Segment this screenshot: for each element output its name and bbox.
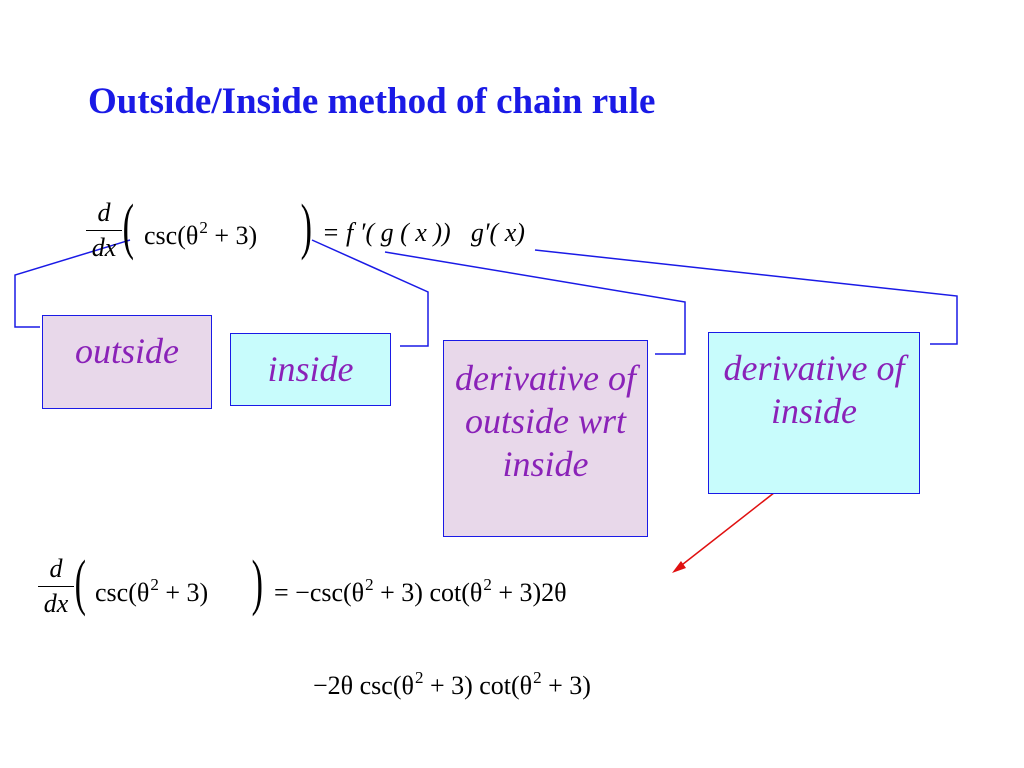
arrow-head xyxy=(672,561,686,573)
eq2-frac-den: dx xyxy=(43,589,69,618)
eq3-a: −2θ csc(θ xyxy=(313,671,414,700)
eq2-rhs-c: + 3)2θ xyxy=(491,578,567,607)
inside-connector xyxy=(311,239,429,347)
derivative-inside-box: derivative of inside xyxy=(708,332,920,494)
eq1-rhs: = f ′( g ( x ))⃞g′( x) xyxy=(322,218,525,247)
eq1-lhs-tail: + 3) xyxy=(207,221,258,250)
eq1-fraction: d dx xyxy=(86,198,122,263)
eq2-rhs-exp1: 2 xyxy=(365,575,374,594)
eq2-rhs-a: = −csc(θ xyxy=(274,578,365,607)
eq3: −2θ csc(θ2 + 3) cot(θ2 + 3) xyxy=(313,668,591,701)
eq1-frac-den: dx xyxy=(91,233,117,262)
eq1-frac-bar xyxy=(86,230,122,231)
eq3-b: + 3) cot(θ xyxy=(423,671,533,700)
eq1-close-paren: ) xyxy=(300,193,313,261)
page-title: Outside/Inside method of chain rule xyxy=(88,81,656,122)
eq2-lhs: csc(θ2 + 3) xyxy=(95,575,208,608)
eq2-exponent: 2 xyxy=(150,575,159,594)
inside-label: inside xyxy=(267,349,354,389)
eq3-c: + 3) xyxy=(541,671,591,700)
outside-label: outside xyxy=(75,331,179,371)
outside-box: outside xyxy=(42,315,212,409)
eq2-frac-num: d xyxy=(49,554,63,583)
derivative-outside-label: derivative of outside wrt inside xyxy=(455,358,636,485)
eq2-fraction: d dx xyxy=(38,554,74,619)
eq2-lhs-text: csc(θ xyxy=(95,578,150,607)
derivative-outside-box: derivative of outside wrt inside xyxy=(443,340,648,537)
eq1-lhs: csc(θ2 + 3) xyxy=(144,218,257,251)
eq2-rhs-exp2: 2 xyxy=(483,575,492,594)
eq2-close-paren: ) xyxy=(251,549,264,617)
inside-box: inside xyxy=(230,333,391,406)
eq3-exp2: 2 xyxy=(533,668,542,687)
outside-connector xyxy=(14,239,131,328)
derivative-outside-connector xyxy=(384,251,686,355)
eq2-rhs: = −csc(θ2 + 3) cot(θ2 + 3)2θ xyxy=(274,575,567,608)
derivative-inside-label: derivative of inside xyxy=(723,348,905,432)
derivative-inside-connector xyxy=(534,249,958,345)
eq1-frac-num: d xyxy=(97,198,111,227)
eq2-frac-bar xyxy=(38,586,74,587)
eq3-exp1: 2 xyxy=(414,668,424,687)
eq1-exponent: 2 xyxy=(199,218,208,237)
eq2-lhs-tail: + 3) xyxy=(158,578,209,607)
eq1-open-paren: ( xyxy=(122,193,135,261)
eq1-lhs-text: csc(θ xyxy=(144,221,199,250)
eq2-open-paren: ( xyxy=(74,549,87,617)
eq2-rhs-b: + 3) cot(θ xyxy=(373,578,483,607)
